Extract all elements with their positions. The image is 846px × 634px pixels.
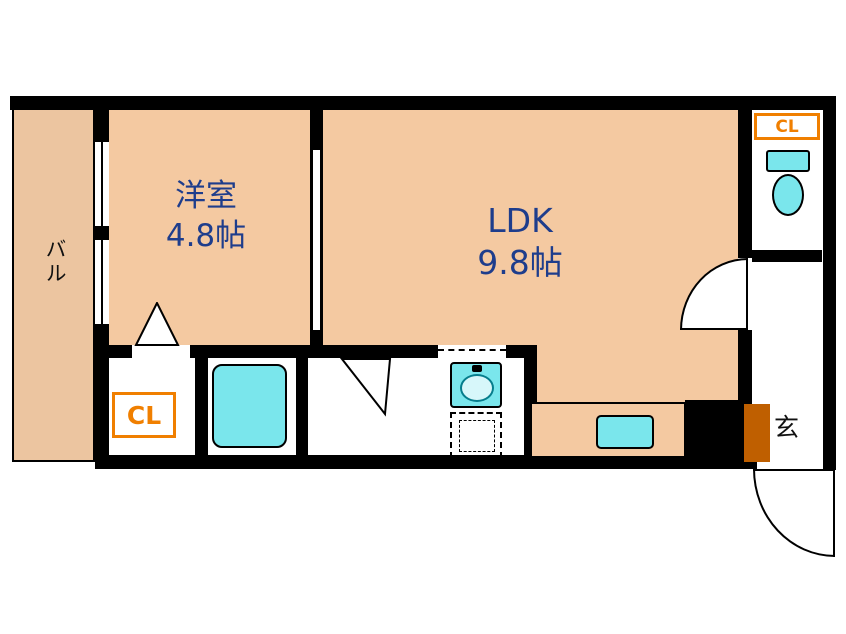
- kitchen-counter: [530, 402, 686, 458]
- faucet-icon: [472, 365, 482, 372]
- entrance-step: [744, 404, 770, 462]
- wall-top: [10, 96, 836, 110]
- wall-kitchen-block: [685, 400, 745, 458]
- closet-lower-box: CL: [112, 392, 176, 438]
- western-room-size: 4.8帖: [165, 218, 247, 254]
- western-room-door-gap: [132, 345, 190, 358]
- wall-right-column-upper: [738, 110, 752, 258]
- bathtub-icon: [212, 364, 287, 448]
- window-line: [101, 240, 103, 324]
- balcony-floor: [12, 108, 95, 462]
- ldk-label: LDK 9.8帖: [428, 200, 612, 288]
- closet-lower-label: CL: [126, 400, 162, 430]
- closet-upper-label: CL: [775, 116, 799, 137]
- washing-machine-icon: [450, 412, 502, 458]
- balcony-label: バル: [43, 238, 67, 286]
- wall-lower-horizontal: [95, 345, 530, 358]
- western-room-name: 洋室: [175, 178, 237, 214]
- wall-under-toilet: [752, 250, 822, 262]
- toilet-bowl-icon: [772, 174, 804, 216]
- entrance-door-arc: [753, 469, 835, 557]
- window-balcony-1: [95, 142, 109, 226]
- sliding-door-gap: [313, 150, 320, 330]
- washroom-door-icon: [340, 358, 392, 417]
- window-line: [101, 142, 103, 226]
- powder-door-gap: [438, 345, 506, 358]
- toilet-tank-icon: [766, 150, 810, 172]
- closet-upper-box: CL: [754, 113, 820, 140]
- ldk-size: 9.8帖: [477, 243, 563, 282]
- wall-right-column-lower: [738, 330, 752, 404]
- basin-icon: [460, 374, 494, 402]
- window-balcony-2: [95, 240, 109, 324]
- wall-bath-right: [296, 358, 308, 455]
- wall-bottom: [95, 455, 757, 469]
- ldk-name: LDK: [487, 201, 553, 240]
- vanity-sink-icon: [450, 362, 502, 408]
- folding-door-line: [438, 349, 506, 351]
- kitchen-sink-icon: [596, 415, 654, 449]
- western-room-label: 洋室 4.8帖: [118, 176, 294, 260]
- wall-closet-right: [195, 358, 208, 455]
- wall-right: [823, 110, 836, 470]
- entrance-label: 玄: [774, 413, 800, 442]
- western-room-floor: [109, 110, 310, 345]
- western-room-door-icon: [134, 302, 180, 346]
- washing-machine-inner: [459, 420, 495, 452]
